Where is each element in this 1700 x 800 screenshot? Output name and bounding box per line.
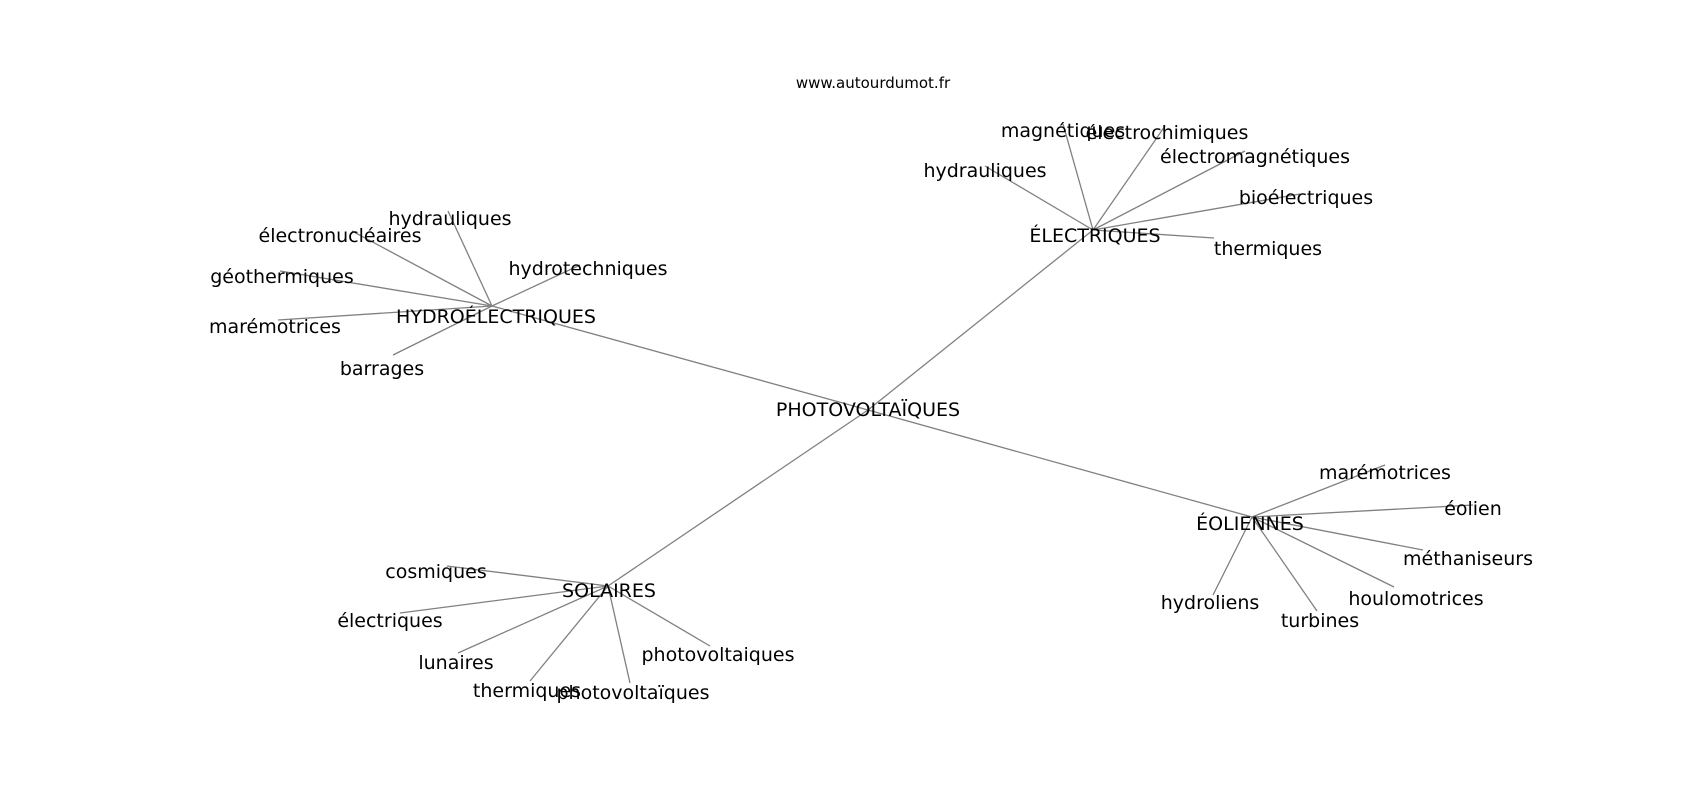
edge-hub-3-leaf-2 [457, 585, 609, 654]
edge-hub-3-leaf-4 [607, 585, 631, 684]
leaf-word: électrochimiques [1086, 122, 1249, 144]
hub-word: ÉLECTRIQUES [1029, 224, 1160, 247]
leaf-word: hydrotechniques [508, 258, 667, 280]
leaf-word: bioélectriques [1239, 187, 1373, 209]
leaf-word: magnétiques [1001, 120, 1125, 142]
hub-word: HYDROÉLECTRIQUES [396, 305, 596, 328]
leaf-word: lunaires [418, 652, 493, 674]
edge-hub-0-leaf-1 [1092, 125, 1166, 231]
center-word: PHOTOVOLTAÏQUES [776, 398, 960, 421]
edge-center-3 [607, 409, 869, 587]
leaf-word: hydroliens [1161, 592, 1260, 614]
edge-hub-1-leaf-4 [277, 305, 493, 321]
leaf-word: thermiques [473, 680, 581, 702]
hub-word: ÉOLIENNES [1196, 512, 1304, 535]
leaf-word: hydrauliques [388, 208, 511, 230]
leaf-word: électronucléaires [259, 225, 422, 247]
leaf-word: géothermiques [210, 266, 354, 288]
hub-word: SOLAIRES [562, 580, 656, 602]
edge-center-0 [867, 229, 1094, 411]
source-credit: www.autourdumot.fr [796, 74, 951, 92]
edge-hub-3-leaf-1 [399, 585, 609, 614]
edge-hub-3-leaf-5 [607, 585, 711, 647]
edge-hub-0-leaf-4 [1092, 193, 1301, 231]
edge-hub-1-leaf-0 [447, 210, 493, 307]
leaf-word: éolien [1444, 498, 1502, 520]
leaf-word: marémotrices [209, 316, 341, 338]
edge-hub-1-leaf-3 [491, 264, 581, 307]
edges [277, 123, 1474, 684]
edge-hub-2-leaf-4 [1251, 516, 1395, 588]
edge-hub-0-leaf-5 [1092, 229, 1215, 239]
edge-hub-2-leaf-3 [1212, 516, 1253, 596]
edge-hub-3-leaf-0 [446, 565, 609, 587]
edge-center-2 [867, 409, 1253, 518]
leaf-word: houlomotrices [1348, 588, 1483, 610]
leaf-word: électriques [337, 610, 442, 632]
edge-hub-2-leaf-2 [1251, 516, 1424, 551]
leaf-word: thermiques [1214, 238, 1322, 260]
edge-hub-0-leaf-0 [1062, 123, 1094, 231]
leaf-word: turbines [1281, 610, 1359, 632]
leaf-word: photovoltaïques [556, 682, 709, 704]
edge-hub-1-leaf-5 [392, 305, 493, 356]
leaf-word: cosmiques [385, 561, 486, 583]
edge-hub-0-leaf-2 [1092, 150, 1246, 231]
edge-center-1 [491, 305, 869, 411]
leaf-word: électromagnétiques [1160, 146, 1350, 168]
leaf-word: barrages [340, 358, 424, 380]
edge-hub-2-leaf-5 [1251, 516, 1318, 612]
leaf-word: marémotrices [1319, 462, 1451, 484]
leaf-word: photovoltaiques [641, 644, 794, 666]
edge-hub-2-leaf-0 [1251, 464, 1386, 518]
edge-hub-1-leaf-1 [351, 230, 493, 307]
edge-hub-1-leaf-2 [279, 270, 493, 307]
leaf-word: hydrauliques [923, 160, 1046, 182]
edge-hub-3-leaf-3 [529, 585, 609, 682]
edge-hub-2-leaf-1 [1251, 504, 1474, 518]
edge-hub-0-leaf-3 [984, 165, 1094, 231]
leaf-word: méthaniseurs [1403, 548, 1533, 570]
labels: www.autourdumot.fr PHOTOVOLTAÏQUES magné… [209, 74, 1533, 704]
